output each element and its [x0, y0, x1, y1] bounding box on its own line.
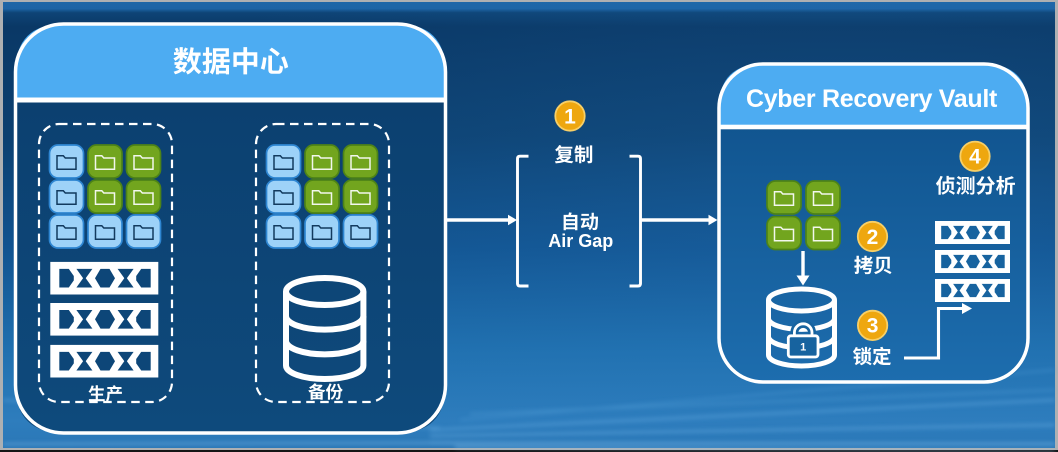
- svg-text:2: 2: [867, 226, 879, 249]
- svg-text:1: 1: [800, 342, 806, 354]
- svg-text:4: 4: [969, 146, 981, 169]
- svg-text:1: 1: [564, 105, 576, 128]
- svg-text:3: 3: [867, 315, 879, 338]
- svg-text:Air Gap: Air Gap: [548, 231, 613, 251]
- svg-text:Cyber Recovery Vault: Cyber Recovery Vault: [746, 85, 998, 113]
